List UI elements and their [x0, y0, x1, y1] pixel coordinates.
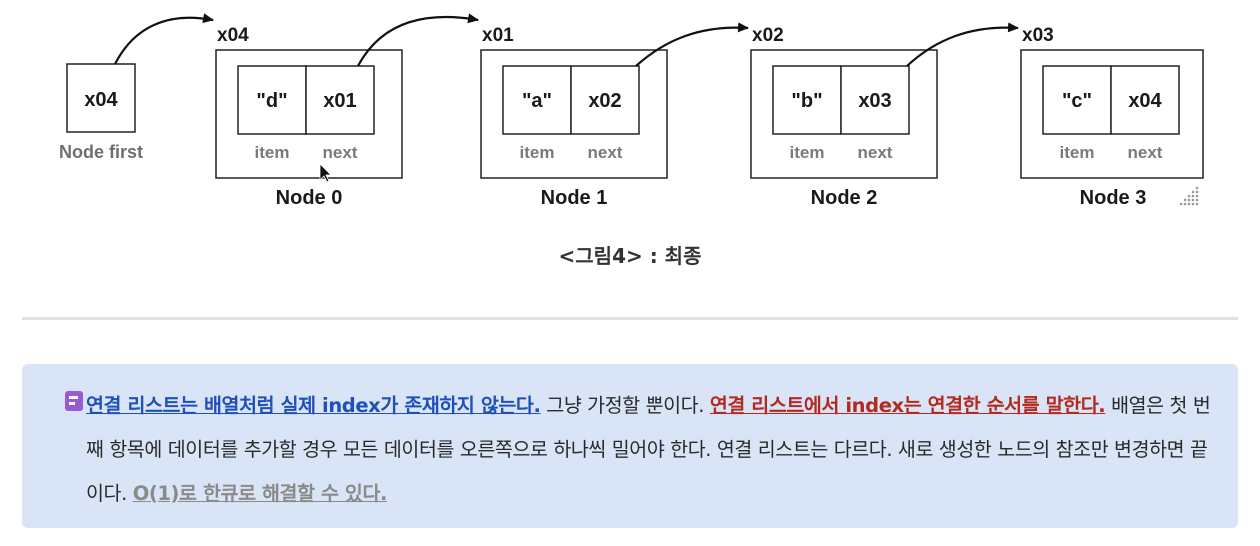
callout-text-2: 배열은 첫 번째 항목에 데이터를 추가할 경우 모든 데이터를 오른쪽으로 하…: [86, 394, 1211, 505]
node-2-next-label: next: [858, 143, 893, 162]
callout-highlight-blue: 연결 리스트는 배열처럼 실제 index가 존재하지 않는다.: [86, 394, 541, 417]
node-1-item: "a": [522, 90, 552, 112]
node-0-address: x04: [217, 25, 249, 46]
node-2: x02 "b" x03 item next Node 2: [750, 25, 938, 209]
figure-caption: <그림4> : 최종: [558, 244, 702, 268]
node-0-item: "d": [256, 90, 287, 112]
note-callout: 연결 리스트는 배열처럼 실제 index가 존재하지 않는다. 그냥 가정할 …: [22, 364, 1238, 528]
node-0-item-label: item: [255, 143, 290, 162]
node-1-next: x02: [588, 90, 621, 112]
node-3-address: x03: [1022, 25, 1054, 46]
linked-list-diagram: x04 Node first x04 "d" x01 item next Nod…: [59, 13, 1204, 209]
node-0-next: x01: [323, 90, 356, 112]
node-3-item: "c": [1062, 90, 1092, 112]
node-1-next-label: next: [588, 143, 623, 162]
node-1-address: x01: [482, 25, 514, 46]
note-icon: [65, 391, 83, 411]
arrow-first-to-node-0: [114, 13, 214, 65]
node-1-name: Node 1: [541, 187, 608, 209]
node-2-item-label: item: [790, 143, 825, 162]
node-0-name: Node 0: [276, 187, 343, 209]
divider: [22, 317, 1238, 320]
node-3-next-label: next: [1128, 143, 1163, 162]
node-1-item-label: item: [520, 143, 555, 162]
arrow-node-0-to-node-1: [357, 13, 479, 67]
node-2-name: Node 2: [811, 187, 878, 209]
resize-grip-icon: [1179, 186, 1199, 206]
first-address: x04: [84, 89, 118, 111]
arrow-node-1-to-node-2: [635, 22, 749, 67]
node-0-next-label: next: [323, 143, 358, 162]
callout-highlight-red: 연결 리스트에서 index는 연결한 순서를 말한다.: [709, 394, 1106, 417]
node-2-address: x02: [752, 25, 784, 46]
node-3-item-label: item: [1060, 143, 1095, 162]
first-pointer: x04 Node first: [59, 63, 143, 162]
first-label: Node first: [59, 142, 143, 162]
cursor-icon: [319, 163, 332, 183]
arrow-node-2-to-node-3: [906, 22, 1019, 67]
node-3: x03 "c" x04 item next Node 3: [1020, 25, 1204, 209]
node-2-item: "b": [791, 90, 822, 112]
node-0: x04 "d" x01 item next Node 0: [215, 25, 403, 209]
node-1: x01 "a" x02 item next Node 1: [480, 25, 668, 209]
node-3-next: x04: [1128, 90, 1162, 112]
callout-highlight-gray: O(1)로 한큐로 해결할 수 있다.: [132, 482, 388, 505]
callout-text-1: 그냥 가정할 뿐이다.: [540, 394, 710, 417]
callout-text: 연결 리스트는 배열처럼 실제 index가 존재하지 않는다. 그냥 가정할 …: [86, 384, 1216, 516]
node-3-name: Node 3: [1080, 187, 1147, 209]
node-2-next: x03: [858, 90, 891, 112]
